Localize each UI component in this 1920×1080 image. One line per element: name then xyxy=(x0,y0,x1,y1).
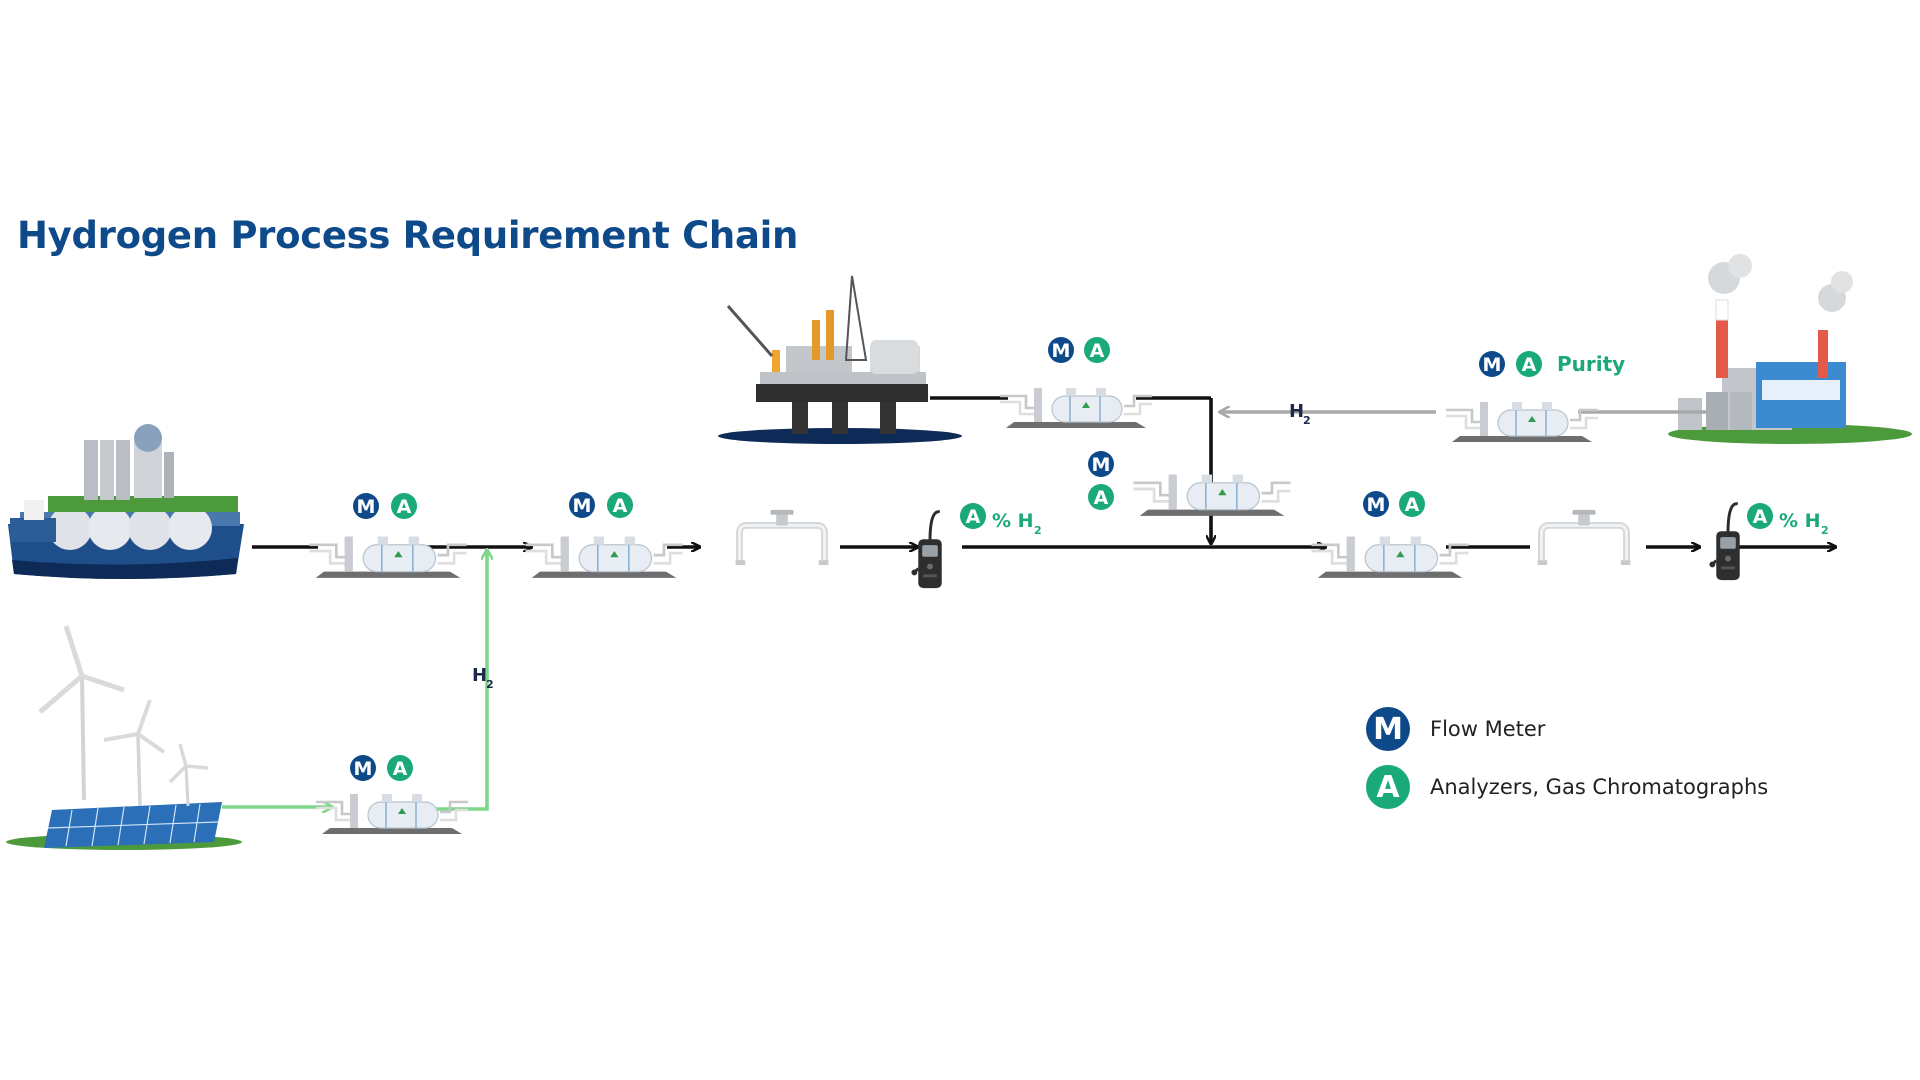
analyzer-badge: A xyxy=(1088,484,1114,510)
analyzer-badge: A xyxy=(387,755,413,781)
svg-text:A: A xyxy=(1405,494,1420,516)
svg-text:A: A xyxy=(397,496,412,518)
svg-text:M: M xyxy=(573,495,592,517)
svg-text:2: 2 xyxy=(1821,524,1829,537)
hydrogen-label: H 2 xyxy=(472,665,494,691)
svg-text:% H: % H xyxy=(1779,510,1821,532)
process-flow-lines xyxy=(222,396,1836,811)
svg-text:2: 2 xyxy=(1034,524,1042,537)
svg-text:M: M xyxy=(354,758,373,780)
analyzer-badge: A xyxy=(1516,351,1542,377)
industrial-plant-illustration xyxy=(1668,254,1912,444)
analyzer-badge: A xyxy=(1747,503,1773,529)
meter-station xyxy=(1310,535,1470,580)
lng-carrier-ship-illustration xyxy=(8,424,244,579)
meter-station xyxy=(1444,400,1600,444)
svg-text:A: A xyxy=(1753,506,1768,528)
svg-text:A: A xyxy=(393,758,408,780)
svg-text:M: M xyxy=(1483,354,1502,376)
svg-text:M: M xyxy=(1052,340,1071,362)
meter-station xyxy=(998,386,1154,430)
page-title: Hydrogen Process Requirement Chain xyxy=(17,214,799,257)
legend-item-flow-meter: M Flow Meter xyxy=(1366,707,1545,751)
analyzer-legend-badge: A xyxy=(1366,765,1410,809)
svg-text:M: M xyxy=(1367,494,1386,516)
green-flow-line xyxy=(434,550,487,811)
svg-text:M: M xyxy=(357,496,376,518)
flow-meter-badge: M xyxy=(569,492,595,518)
flow-meter-badge: M xyxy=(1363,491,1389,517)
meter-station xyxy=(524,535,684,580)
svg-text:H: H xyxy=(1289,401,1304,422)
percent-hydrogen-label: % H 2 xyxy=(992,510,1042,537)
analyzer-badge: A xyxy=(607,492,633,518)
flow-meter-badge: M xyxy=(1048,337,1074,363)
percent-hydrogen-label: % H 2 xyxy=(1779,510,1829,537)
svg-text:% H: % H xyxy=(992,510,1034,532)
svg-text:A: A xyxy=(966,506,981,528)
svg-text:A: A xyxy=(1094,487,1109,509)
svg-text:2: 2 xyxy=(486,678,494,691)
legend-label: Analyzers, Gas Chromatographs xyxy=(1430,775,1769,799)
svg-text:M: M xyxy=(1092,454,1111,476)
pipeline-valve xyxy=(736,510,829,565)
analyzer-badge: A xyxy=(960,503,986,529)
flow-meter-badge: M xyxy=(350,755,376,781)
pipeline-valve xyxy=(1538,510,1631,565)
legend-item-analyzer: A Analyzers, Gas Chromatographs xyxy=(1366,765,1768,809)
flow-meter-legend-badge: M xyxy=(1366,707,1410,751)
wind-solar-farm-illustration xyxy=(6,625,242,850)
analyzer-badge: A xyxy=(1399,491,1425,517)
svg-text:A: A xyxy=(1090,340,1105,362)
svg-text:A: A xyxy=(613,495,628,517)
offshore-platform-illustration xyxy=(718,275,962,444)
svg-text:H: H xyxy=(472,665,487,686)
meter-station xyxy=(308,535,468,580)
purity-label: Purity xyxy=(1557,352,1625,376)
flow-meter-badge: M xyxy=(353,493,379,519)
analyzer-badge: A xyxy=(1084,337,1110,363)
flow-meter-badge: M xyxy=(1088,451,1114,477)
meter-station xyxy=(314,792,470,836)
analyzer-badge: A xyxy=(391,493,417,519)
handheld-analyzer-device xyxy=(910,510,944,590)
meter-station xyxy=(1132,473,1292,518)
svg-text:A: A xyxy=(1522,354,1537,376)
flow-meter-badge: M xyxy=(1479,351,1505,377)
svg-text:2: 2 xyxy=(1303,414,1311,427)
hydrogen-label: H 2 xyxy=(1289,401,1311,427)
legend-label: Flow Meter xyxy=(1430,717,1546,741)
handheld-analyzer-device xyxy=(1708,502,1742,582)
